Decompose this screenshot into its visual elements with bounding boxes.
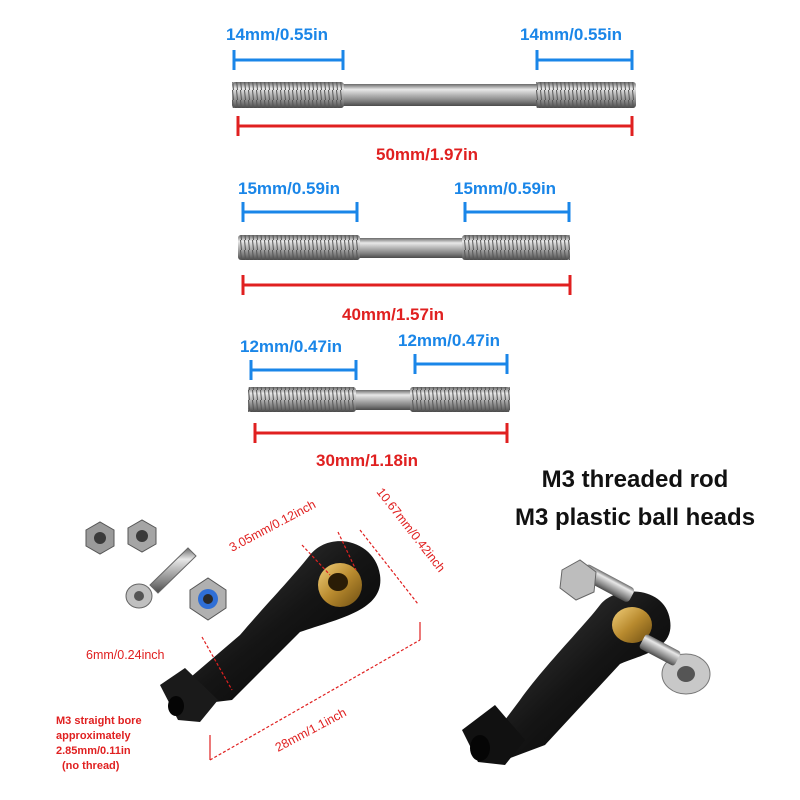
rod3-right-thread-label: 12mm/0.47in — [398, 331, 500, 350]
bore-note-line1: M3 straight bore — [56, 715, 142, 727]
bore-note: M3 straight bore approximately 2.85mm/0.… — [56, 715, 142, 772]
hex-nut-1 — [85, 521, 115, 555]
rod1-right-thread-label: 14mm/0.55in — [520, 25, 622, 44]
rod-30mm-dimensions — [249, 354, 509, 443]
socket-screw — [125, 547, 197, 609]
title-ball-heads: M3 plastic ball heads — [514, 504, 756, 531]
rod-50mm — [232, 82, 636, 108]
rod-30mm — [248, 387, 510, 412]
ball-head-dimensions — [201, 529, 421, 761]
rod3-left-thread-label: 12mm/0.47in — [240, 337, 342, 356]
hex-size-label: 6mm/0.24inch — [86, 648, 165, 662]
bore-note-line4: (no thread) — [62, 760, 120, 772]
bore-note-line3: 2.85mm/0.11in — [56, 745, 131, 757]
rod1-left-thread-label: 14mm/0.55in — [226, 25, 328, 44]
hex-nut-2 — [127, 519, 157, 553]
rod2-left-thread-label: 15mm/0.59in — [238, 179, 340, 198]
title-threaded-rod: M3 threaded rod — [541, 466, 729, 493]
lock-nut — [189, 577, 227, 621]
rod-50mm-dimensions — [232, 50, 634, 136]
rod1-total-label: 50mm/1.97in — [376, 145, 478, 164]
rod-40mm-dimensions — [241, 202, 572, 295]
rod2-total-label: 40mm/1.57in — [342, 305, 444, 324]
ball-head-assembled — [462, 559, 711, 765]
rod-40mm — [238, 235, 570, 260]
ball-bore-label: 3.05mm/0.12inch — [227, 497, 318, 554]
ball-head-left — [160, 541, 381, 722]
rod2-right-thread-label: 15mm/0.59in — [454, 179, 556, 198]
rod3-total-label: 30mm/1.18in — [316, 451, 418, 470]
ball-length-label: 28mm/1.1inch — [273, 705, 349, 754]
bore-note-line2: approximately — [56, 730, 131, 742]
